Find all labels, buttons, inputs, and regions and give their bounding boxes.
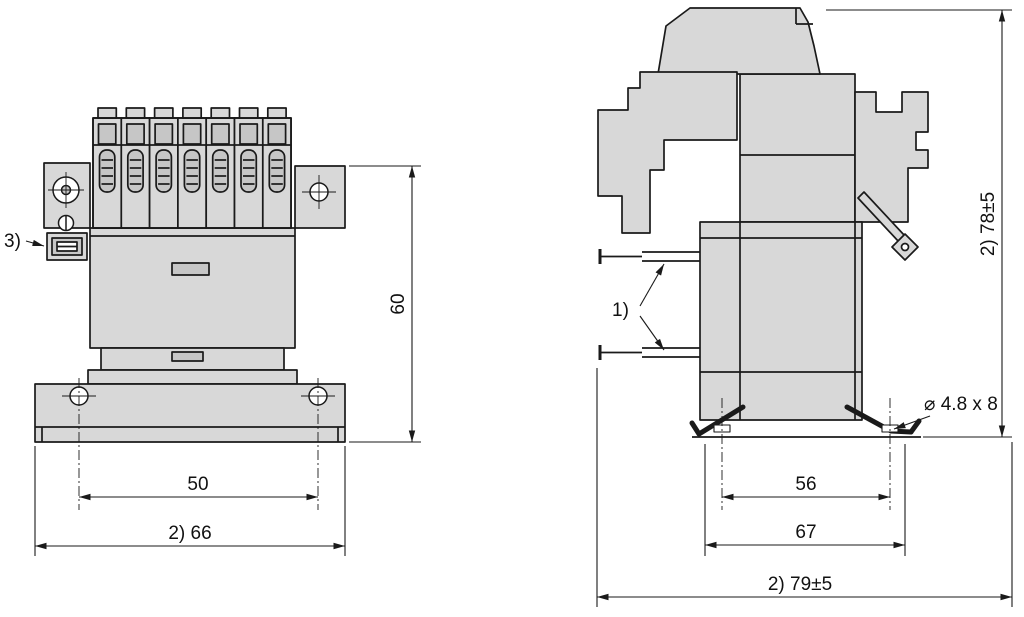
terminal [233,107,264,229]
side-dimensions [596,9,1013,607]
front-dimensions [25,165,421,556]
mounting-foot-left [689,404,746,437]
front-labels: 60 50 2) 66 3) [4,231,409,544]
side-parts [597,7,929,421]
dim-hole-spacing-label: 50 [187,474,208,495]
front-parts [34,107,346,443]
ground-strap [857,191,919,261]
slot-leader [893,415,931,430]
coil-side [699,221,863,421]
terminal-screws [598,249,700,360]
top-cap [657,7,821,75]
foot-slots [713,424,899,433]
note-1-leaders [639,263,665,351]
dim-height-label: 60 [388,293,409,314]
side-view: 2) 78±5 ⌀ 4.8 x 8 56 67 2) 79±5 1) [596,7,1013,607]
side-centerlines [721,398,891,510]
dim-overall-height-label: 2) 78±5 [978,192,999,256]
terminal [92,107,123,229]
terminal [148,107,179,229]
front-view: 60 50 2) 66 3) [4,107,421,556]
dim-overall-width-66 [34,446,346,556]
front-centerlines [78,378,319,510]
dim-foot-width-label: 67 [795,522,816,543]
note-3-leader [25,239,45,247]
coil-body [87,227,298,385]
dim-foot-width-67 [704,444,906,556]
core-column [739,73,856,223]
terminal [261,107,292,229]
dim-overall-depth-79 [596,368,1013,607]
linework: 60 50 2) 66 3) [4,7,1013,607]
side-labels: 2) 78±5 ⌀ 4.8 x 8 56 67 2) 79±5 1) [612,192,999,595]
terminal [177,107,208,229]
dim-overall-depth-label: 2) 79±5 [768,574,832,595]
right-bracket [854,91,929,223]
dim-slot-spacing-label: 56 [795,474,816,495]
note-1-label: 1) [612,300,629,321]
dim-height-60 [349,165,421,443]
terminal-block [92,107,292,229]
terminal-screw-lower [598,345,700,360]
terminal [120,107,151,229]
dim-overall-height-78 [826,9,1012,438]
note-3-label: 3) [4,231,21,252]
dim-slot-label: ⌀ 4.8 x 8 [924,394,998,415]
earth-clamp [46,232,88,261]
left-bracket [597,71,738,234]
terminal-screw-upper [598,249,700,264]
terminal [205,107,236,229]
dim-overall-width-label: 2) 66 [168,523,211,544]
